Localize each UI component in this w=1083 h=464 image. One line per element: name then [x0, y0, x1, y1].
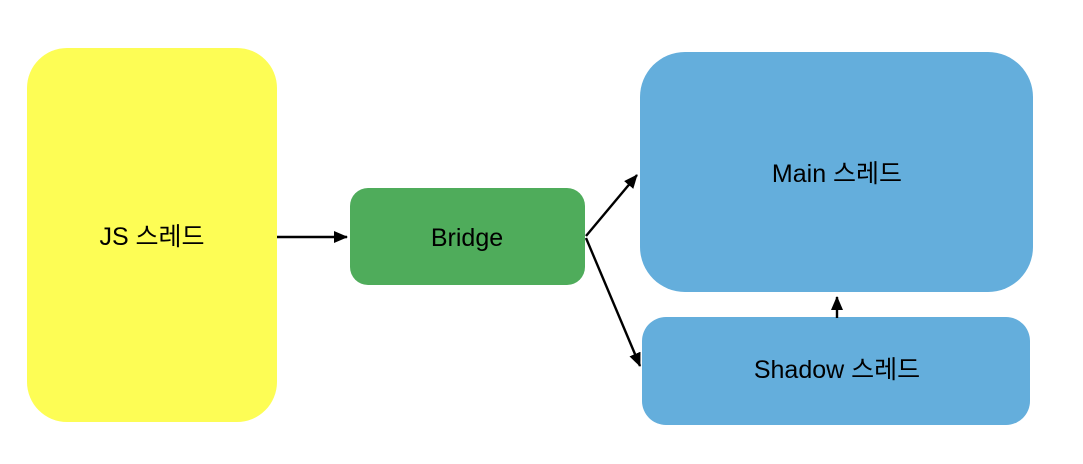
- arrow-bridge-to-main: [585, 174, 638, 237]
- node-js-thread-label: JS 스레드: [99, 223, 204, 251]
- node-main-thread-box: [640, 52, 1033, 292]
- node-main-thread-label: Main 스레드: [772, 160, 902, 188]
- arrow-bridge-to-shadow: [584, 237, 642, 367]
- node-shadow-thread-label: Shadow 스레드: [754, 356, 920, 384]
- node-bridge-box: [350, 188, 585, 285]
- node-js-thread-box: [27, 48, 277, 422]
- node-bridge-label: Bridge: [431, 224, 503, 252]
- node-shadow-thread-box: [642, 317, 1030, 425]
